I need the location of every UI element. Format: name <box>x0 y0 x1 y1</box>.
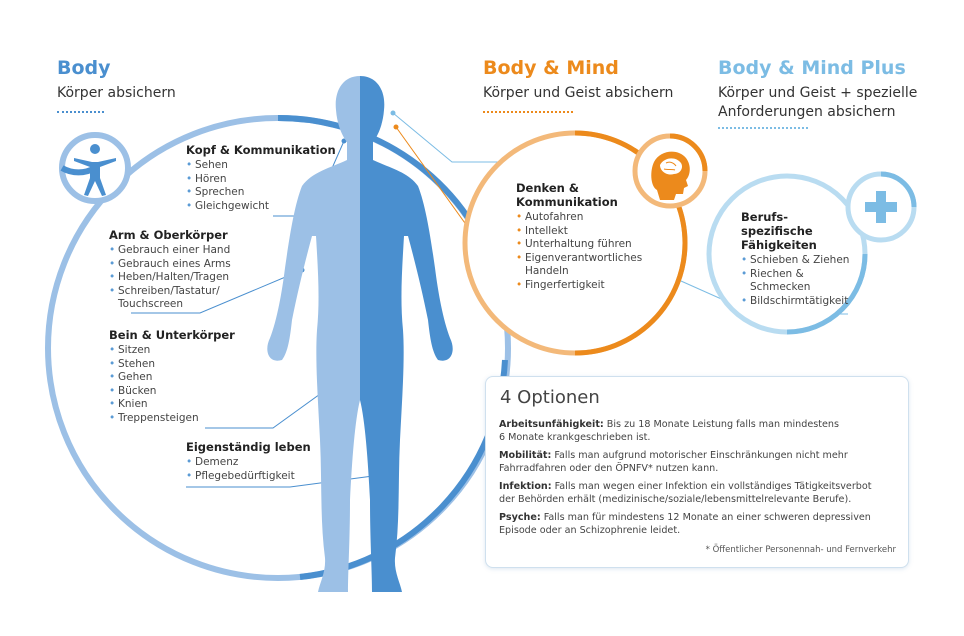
option-label: Arbeitsunfähigkeit: <box>499 419 604 430</box>
list-item: Sehen <box>186 159 336 173</box>
plus-divider <box>718 127 808 129</box>
list-item: Gleichgewicht <box>186 200 336 214</box>
group-denken-title-line2: Kommunikation <box>516 195 618 209</box>
plus-subtitle: Körper und Geist + spezielle Anforderung… <box>718 84 917 122</box>
list-item: Autofahren <box>516 211 642 225</box>
group-denken-title-line1: Denken & <box>516 181 579 195</box>
group-beruf-title-line3: Fähigkeiten <box>741 238 817 252</box>
list-item: Touchscreen <box>109 298 231 312</box>
list-item: Gehen <box>109 371 235 385</box>
option-text-line2: Fahrradfahren oder den ÖPNFV* nutzen kan… <box>499 462 719 474</box>
options-title: 4 Optionen <box>500 387 600 408</box>
list-item-continuation: Schmecken <box>750 281 811 293</box>
group-beruf-title: Berufs- spezifische Fähigkeiten <box>741 210 849 252</box>
group-bein-title: Bein & Unterkörper <box>109 328 235 342</box>
group-kopf-title: Kopf & Kommunikation <box>186 143 336 157</box>
option-label: Psyche: <box>499 512 541 523</box>
list-item-continuation: Touchscreen <box>118 298 184 310</box>
option-infektion: Infektion: Falls man wegen einer Infekti… <box>499 481 899 506</box>
group-bein-list: Sitzen Stehen Gehen Bücken Knien Treppen… <box>109 344 235 425</box>
group-beruf-title-line2: spezifische <box>741 224 813 238</box>
list-item: Knien <box>109 398 235 412</box>
list-item: Intellekt <box>516 225 642 239</box>
list-item: Schieben & Ziehen <box>741 254 849 268</box>
list-item: Fingerfertigkeit <box>516 279 642 293</box>
group-arm-title: Arm & Oberkörper <box>109 228 228 242</box>
option-label: Infektion: <box>499 481 552 492</box>
group-beruf-list: Schieben & Ziehen Riechen & Schmecken Bi… <box>741 254 849 308</box>
group-eigen-list: Demenz Pflegebedürftigkeit <box>186 456 311 483</box>
list-item: Sprechen <box>186 186 336 200</box>
group-kopf: Kopf & Kommunikation Sehen Hören Spreche… <box>186 143 336 213</box>
list-item: Sitzen <box>109 344 235 358</box>
group-kopf-list: Sehen Hören Sprechen Gleichgewicht <box>186 159 336 213</box>
list-item: Riechen & <box>741 268 849 282</box>
body-subtitle: Körper absichern <box>57 85 176 101</box>
option-text-line2: der Behörden erhält (medizinische/sozial… <box>499 493 852 505</box>
group-denken-list: Autofahren Intellekt Unterhaltung führen… <box>516 211 642 292</box>
plus-icon <box>845 171 917 243</box>
list-item: Schmecken <box>741 281 849 295</box>
option-text-line1: Bis zu 18 Monate Leistung falls man mind… <box>603 419 839 430</box>
list-item: Gebrauch eines Arms <box>109 258 231 272</box>
options-footnote: * Öffentlicher Personennah- und Fernverk… <box>705 545 896 555</box>
head-brain-icon <box>632 133 708 209</box>
group-beruf: Berufs- spezifische Fähigkeiten Schieben… <box>741 210 849 308</box>
option-text-line1: Falls man für mindestens 12 Monate an ei… <box>540 512 871 523</box>
option-arbeitsunfaehigkeit: Arbeitsunfähigkeit: Bis zu 18 Monate Lei… <box>499 419 899 444</box>
option-mobilitaet: Mobilität: Falls man aufgrund motorische… <box>499 450 899 475</box>
option-text-line1: Falls man wegen einer Infektion ein voll… <box>551 481 872 492</box>
plus-title: Body & Mind Plus <box>718 57 906 79</box>
option-text-line1: Falls man aufgrund motorischer Einschrän… <box>551 450 848 461</box>
mind-divider <box>483 111 573 113</box>
group-arm: Arm & Oberkörper Gebrauch einer Hand Geb… <box>109 228 231 312</box>
list-item: Handeln <box>516 265 642 279</box>
list-item: Pflegebedürftigkeit <box>186 470 311 484</box>
group-arm-list: Gebrauch einer Hand Gebrauch eines Arms … <box>109 244 231 312</box>
list-item: Bücken <box>109 385 235 399</box>
plus-subtitle-line2: Anforderungen absichern <box>718 104 896 120</box>
option-psyche: Psyche: Falls man für mindestens 12 Mona… <box>499 512 899 537</box>
list-item: Heben/Halten/Tragen <box>109 271 231 285</box>
group-denken: Denken & Kommunikation Autofahren Intell… <box>516 181 642 292</box>
group-eigen: Eigenständig leben Demenz Pflegebedürfti… <box>186 440 311 483</box>
list-item: Eigenverantwortliches <box>516 252 642 266</box>
plus-subtitle-line1: Körper und Geist + spezielle <box>718 85 918 101</box>
group-eigen-title: Eigenständig leben <box>186 440 311 454</box>
group-denken-title: Denken & Kommunikation <box>516 181 642 209</box>
list-item-continuation: Handeln <box>525 265 569 277</box>
list-item: Schreiben/Tastatur/ <box>109 285 231 299</box>
option-text-line2: Episode oder an Schizophrenie leidet. <box>499 524 681 536</box>
list-item: Hören <box>186 173 336 187</box>
list-item: Unterhaltung führen <box>516 238 642 252</box>
list-item: Gebrauch einer Hand <box>109 244 231 258</box>
list-item: Treppensteigen <box>109 412 235 426</box>
option-text-line2: 6 Monate krankgeschrieben ist. <box>499 431 651 443</box>
list-item: Bildschirmtätigkeit <box>741 295 849 309</box>
group-bein: Bein & Unterkörper Sitzen Stehen Gehen B… <box>109 328 235 425</box>
list-item: Demenz <box>186 456 311 470</box>
options-box: 4 Optionen Arbeitsunfähigkeit: Bis zu 18… <box>485 376 909 568</box>
list-item: Stehen <box>109 358 235 372</box>
mind-title: Body & Mind <box>483 57 619 79</box>
person-icon <box>59 132 131 204</box>
group-beruf-title-line1: Berufs- <box>741 210 789 224</box>
body-divider <box>57 111 104 113</box>
option-label: Mobilität: <box>499 450 552 461</box>
mind-subtitle: Körper und Geist absichern <box>483 85 674 101</box>
body-title: Body <box>57 57 111 79</box>
